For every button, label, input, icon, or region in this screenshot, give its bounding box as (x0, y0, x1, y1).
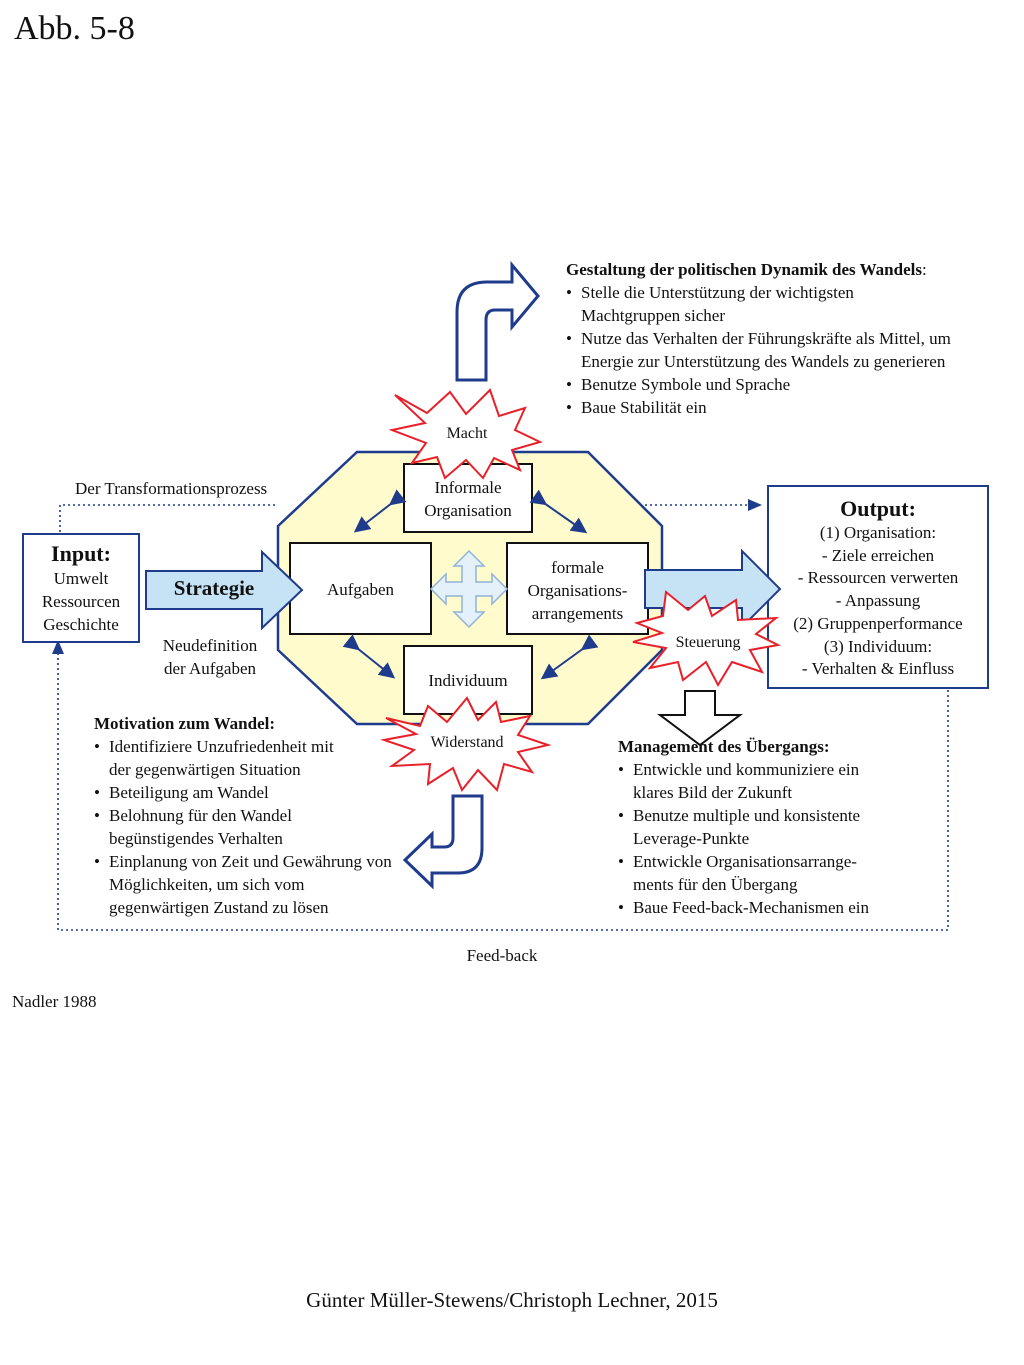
feedback-arrowhead-input (52, 640, 64, 654)
output-line: - Verhalten & Einfluss (801, 659, 955, 679)
output-text: Output: (1) Organisation: - Ziele erreic… (768, 495, 988, 681)
informal-line: Informale (434, 478, 502, 497)
process-label: Der Transformationsprozess (75, 479, 268, 498)
politics-title: Gestaltung der politischen Dynamik des W… (566, 260, 922, 279)
informal-line: Organisation (424, 501, 512, 520)
four-way-arrow-icon (429, 549, 509, 629)
politics-title-suffix: : (921, 260, 927, 279)
control-burst (632, 590, 782, 688)
hollow-down-arrow-icon (657, 690, 743, 747)
tasks-label: Aufgaben (326, 580, 395, 599)
input-text: Input: Umwelt Ressourcen Geschichte (23, 540, 139, 636)
redefinition-label: Neudefinition der Aufgaben (148, 634, 272, 680)
output-line: - Anpassung (835, 591, 921, 611)
curved-up-arrow-icon (455, 260, 540, 382)
control-burst-label: Steuerung (675, 634, 741, 651)
output-box (767, 485, 989, 689)
transition-title: Management des Übergangs: (618, 737, 830, 756)
motivation-title: Motivation zum Wandel: (94, 714, 276, 733)
curved-down-arrow-icon (402, 794, 484, 890)
power-burst (388, 388, 543, 480)
strategy-arrow (145, 549, 304, 631)
feedback-arrowhead-output (748, 499, 762, 511)
politics-item: Stelle die Unterstützung der wichtigsten… (566, 281, 891, 327)
formal-line: Organisations- (527, 581, 628, 600)
credit-line: Günter Müller-Stewens/Christoph Lechner,… (306, 1288, 718, 1312)
motivation-block: Motivation zum Wandel: Identifiziere Unz… (94, 712, 394, 919)
resistance-burst (380, 696, 552, 792)
feedback-loop (57, 504, 949, 931)
redefinition-line: der Aufgaben (163, 659, 257, 678)
input-title: Input: (51, 541, 111, 566)
output-line: - Ressourcen verwerten (797, 568, 959, 588)
redefinition-line: Neudefinition (162, 636, 258, 655)
strategy-label: Strategie (173, 576, 255, 600)
transition-block: Management des Übergangs: Entwickle und … (618, 735, 918, 919)
motivation-item: Belohnung für den Wandel begünstigendes … (94, 804, 339, 850)
feedback-label: Feed-back (466, 946, 538, 965)
relation-connectors (342, 489, 599, 680)
output-line: (2) Gruppenperformance (793, 613, 963, 633)
individual-label: Individuum (428, 671, 508, 690)
tasks-box (289, 542, 432, 635)
output-line: - Ziele erreichen (821, 545, 935, 565)
politics-block: Gestaltung der politischen Dynamik des W… (566, 258, 986, 419)
politics-item: Benutze Symbole und Sprache (566, 373, 986, 396)
source-note: Nadler 1988 (12, 992, 97, 1011)
transition-item: Benutze multiple und konsistente Leverag… (618, 804, 895, 850)
transition-item: Entwickle und kommuniziere ein klares Bi… (618, 758, 895, 804)
input-line: Umwelt (53, 569, 109, 588)
transition-item: Entwickle Organisationsarrange-ments für… (618, 850, 895, 896)
power-burst-label: Macht (446, 425, 488, 442)
resistance-burst-label: Widerstand (430, 734, 504, 751)
politics-item: Nutze das Verhalten der Führungskräfte a… (566, 327, 981, 373)
input-line: Geschichte (43, 615, 119, 634)
output-line: (3) Individuum: (823, 636, 933, 656)
informal-organization-label: Informale Organisation (404, 476, 532, 522)
formal-arrangements-label: formale Organisations- arrangements (507, 556, 648, 625)
output-line: (1) Organisation: (819, 523, 937, 542)
output-title: Output: (840, 496, 916, 521)
figure-label: Abb. 5-8 (14, 10, 135, 47)
formal-line: arrangements (531, 604, 624, 623)
politics-item: Baue Stabilität ein (566, 396, 986, 419)
formal-line: formale (551, 558, 604, 577)
input-box (22, 533, 140, 643)
transition-item: Baue Feed-back-Mechanismen ein (618, 896, 918, 919)
motivation-item: Einplanung von Zeit und Gewährung von Mö… (94, 850, 399, 919)
input-line: Ressourcen (41, 592, 121, 611)
motivation-item: Beteiligung am Wandel (94, 781, 394, 804)
motivation-item: Identifiziere Unzufriedenheit mit der ge… (94, 735, 354, 781)
